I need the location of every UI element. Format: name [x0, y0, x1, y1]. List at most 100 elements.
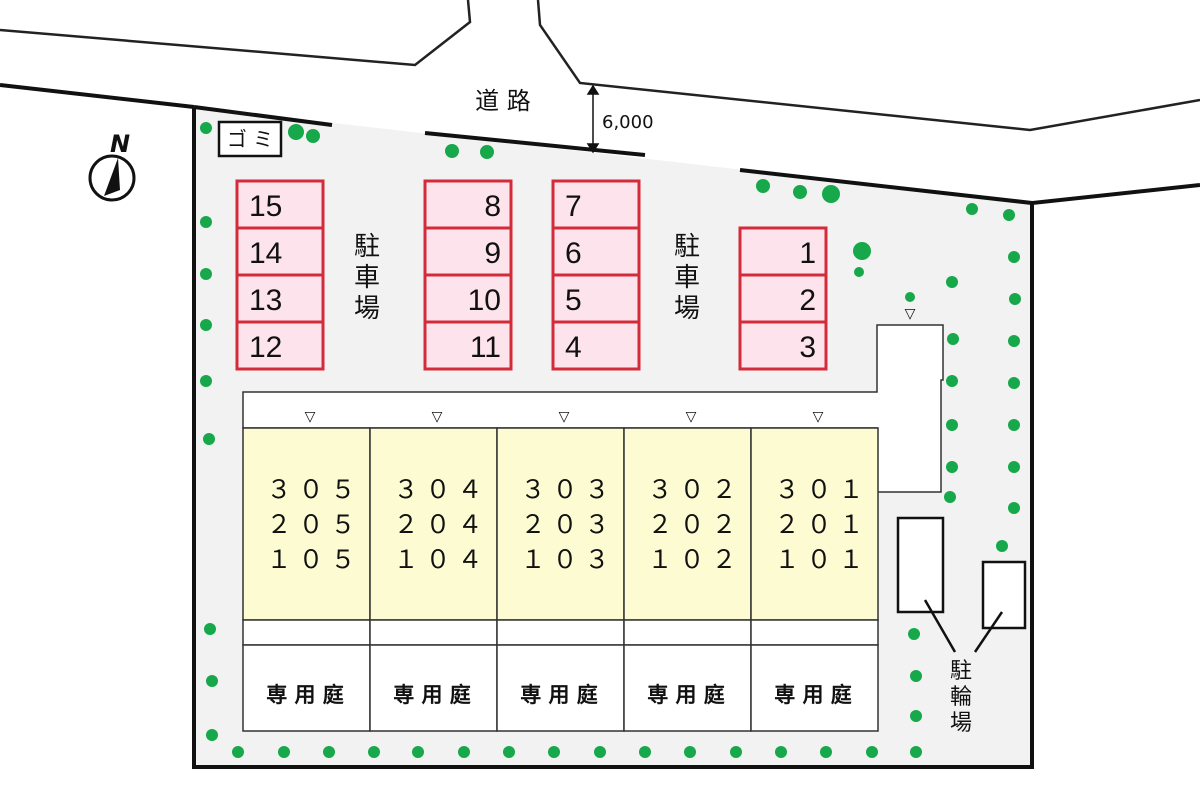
- entrance-marker: ▽: [686, 409, 697, 425]
- parking-label-left: 駐 車 場: [354, 232, 380, 324]
- parking-slot-number: 4: [565, 331, 582, 364]
- parking-label-right: 駐 車 場: [674, 232, 700, 324]
- tree-icon: [966, 203, 978, 215]
- entrance-marker: ▽: [432, 409, 443, 425]
- tree-icon: [1008, 461, 1020, 473]
- compass-label: N: [110, 130, 130, 158]
- tree-icon: [853, 242, 871, 260]
- tree-icon: [684, 746, 696, 758]
- road: [0, 0, 1200, 132]
- tree-icon: [1008, 251, 1020, 263]
- unit-number: １ ０ １: [775, 546, 864, 574]
- tree-icon: [1008, 377, 1020, 389]
- tree-icon: [1008, 502, 1020, 514]
- tree-icon: [204, 623, 216, 635]
- garden-label: 専 用 庭: [774, 683, 852, 707]
- parking-slot-number: 6: [565, 237, 582, 270]
- parking-slot: 14: [235, 226, 325, 277]
- parking-slot-number: 11: [470, 331, 501, 364]
- tree-icon: [323, 746, 335, 758]
- parking-label-char: 車: [674, 263, 700, 293]
- parking-slot-number: 2: [799, 284, 816, 317]
- unit-number: ２ ０ １: [775, 511, 864, 539]
- tree-icon: [756, 179, 770, 193]
- road-width-dimension: [586, 84, 600, 154]
- parking-slot-number: 15: [249, 190, 282, 223]
- tree-icon: [866, 746, 878, 758]
- tree-icon: [200, 268, 212, 280]
- unit-number: １ ０ ２: [648, 546, 737, 574]
- bicycle-parking: 駐 輪 場: [896, 516, 1027, 736]
- parking-slot: 13: [235, 273, 325, 324]
- road-edge-upper-right: [536, 0, 1200, 132]
- parking-slot: 8: [423, 179, 513, 230]
- tree-icon: [1008, 419, 1020, 431]
- units: ▽３ ０ ５２ ０ ５１ ０ ５専 用 庭▽３ ０ ４２ ０ ４１ ０ ４専 用…: [242, 409, 879, 732]
- entrance-marker: ▽: [905, 306, 916, 322]
- parking-slot: 12: [235, 320, 325, 371]
- tree-icon: [412, 746, 424, 758]
- parking-slot: 2: [738, 273, 828, 324]
- trees: [200, 122, 1021, 758]
- parking-label-char: 駐: [354, 232, 380, 262]
- tree-icon: [200, 122, 212, 134]
- tree-icon: [458, 746, 470, 758]
- unit-number: ３ ０ ５: [267, 476, 356, 504]
- tree-icon: [1009, 293, 1021, 305]
- entrance-marker: ▽: [813, 409, 824, 425]
- private-garden: [369, 644, 498, 732]
- tree-icon: [200, 319, 212, 331]
- unit-number: １ ０ ５: [267, 546, 356, 574]
- tree-icon: [793, 185, 807, 199]
- unit-number: ３ ０ ２: [648, 476, 737, 504]
- tree-icon: [775, 746, 787, 758]
- parking-label-char: 車: [354, 263, 380, 293]
- bicycle-rack: [896, 516, 945, 614]
- unit: ▽３ ０ ３２ ０ ３１ ０ ３専 用 庭: [496, 409, 625, 732]
- road-label: 道 路: [475, 87, 531, 115]
- bicycle-rack: [981, 560, 1027, 630]
- tree-icon: [232, 746, 244, 758]
- tree-icon: [306, 129, 320, 143]
- tree-icon: [910, 746, 922, 758]
- parking-slot: 3: [738, 320, 828, 371]
- bicycle-label-char: 駐: [950, 659, 972, 684]
- tree-icon: [854, 267, 864, 277]
- building: ▽ ▽３ ０ ５２ ０ ５１ ０ ５専 用 庭▽３ ０ ４２ ０ ４１ ０ ４専…: [242, 306, 944, 732]
- private-garden: [750, 644, 879, 732]
- unit-number: ２ ０ ４: [394, 511, 483, 539]
- parking-slot-number: 13: [249, 284, 282, 317]
- parking-slot-number: 1: [799, 237, 816, 270]
- tree-icon: [910, 710, 922, 722]
- entrance-marker: ▽: [559, 409, 570, 425]
- tree-icon: [278, 746, 290, 758]
- unit: ▽３ ０ ２２ ０ ２１ ０ ２専 用 庭: [623, 409, 752, 732]
- tree-icon: [946, 375, 958, 387]
- tree-icon: [946, 461, 958, 473]
- parking-slot-number: 5: [565, 284, 582, 317]
- compass-icon: N: [88, 130, 136, 202]
- unit-number: ２ ０ ３: [521, 511, 610, 539]
- unit-number: １ ０ ４: [394, 546, 483, 574]
- private-garden: [623, 644, 752, 732]
- road-edge-upper-left: [0, 0, 472, 67]
- tree-icon: [944, 491, 956, 503]
- bicycle-label-char: 輪: [950, 685, 972, 710]
- tree-icon: [639, 746, 651, 758]
- parking-slot-number: 9: [484, 237, 501, 270]
- parking-slot-number: 3: [799, 331, 816, 364]
- unit-number: １ ０ ３: [521, 546, 610, 574]
- parking-slot-number: 12: [249, 331, 282, 364]
- garbage-area: ゴ ミ: [217, 120, 283, 158]
- parking-slot: 10: [423, 273, 513, 324]
- tree-icon: [910, 670, 922, 682]
- parking-slot-number: 7: [565, 190, 582, 223]
- parking-slot: 11: [423, 320, 513, 371]
- tree-icon: [200, 375, 212, 387]
- tree-icon: [288, 124, 304, 140]
- tree-icon: [905, 292, 915, 302]
- parking-slot: 15: [235, 179, 325, 230]
- bicycle-label-char: 場: [950, 711, 972, 736]
- unit: ▽３ ０ ４２ ０ ４１ ０ ４専 用 庭: [369, 409, 498, 732]
